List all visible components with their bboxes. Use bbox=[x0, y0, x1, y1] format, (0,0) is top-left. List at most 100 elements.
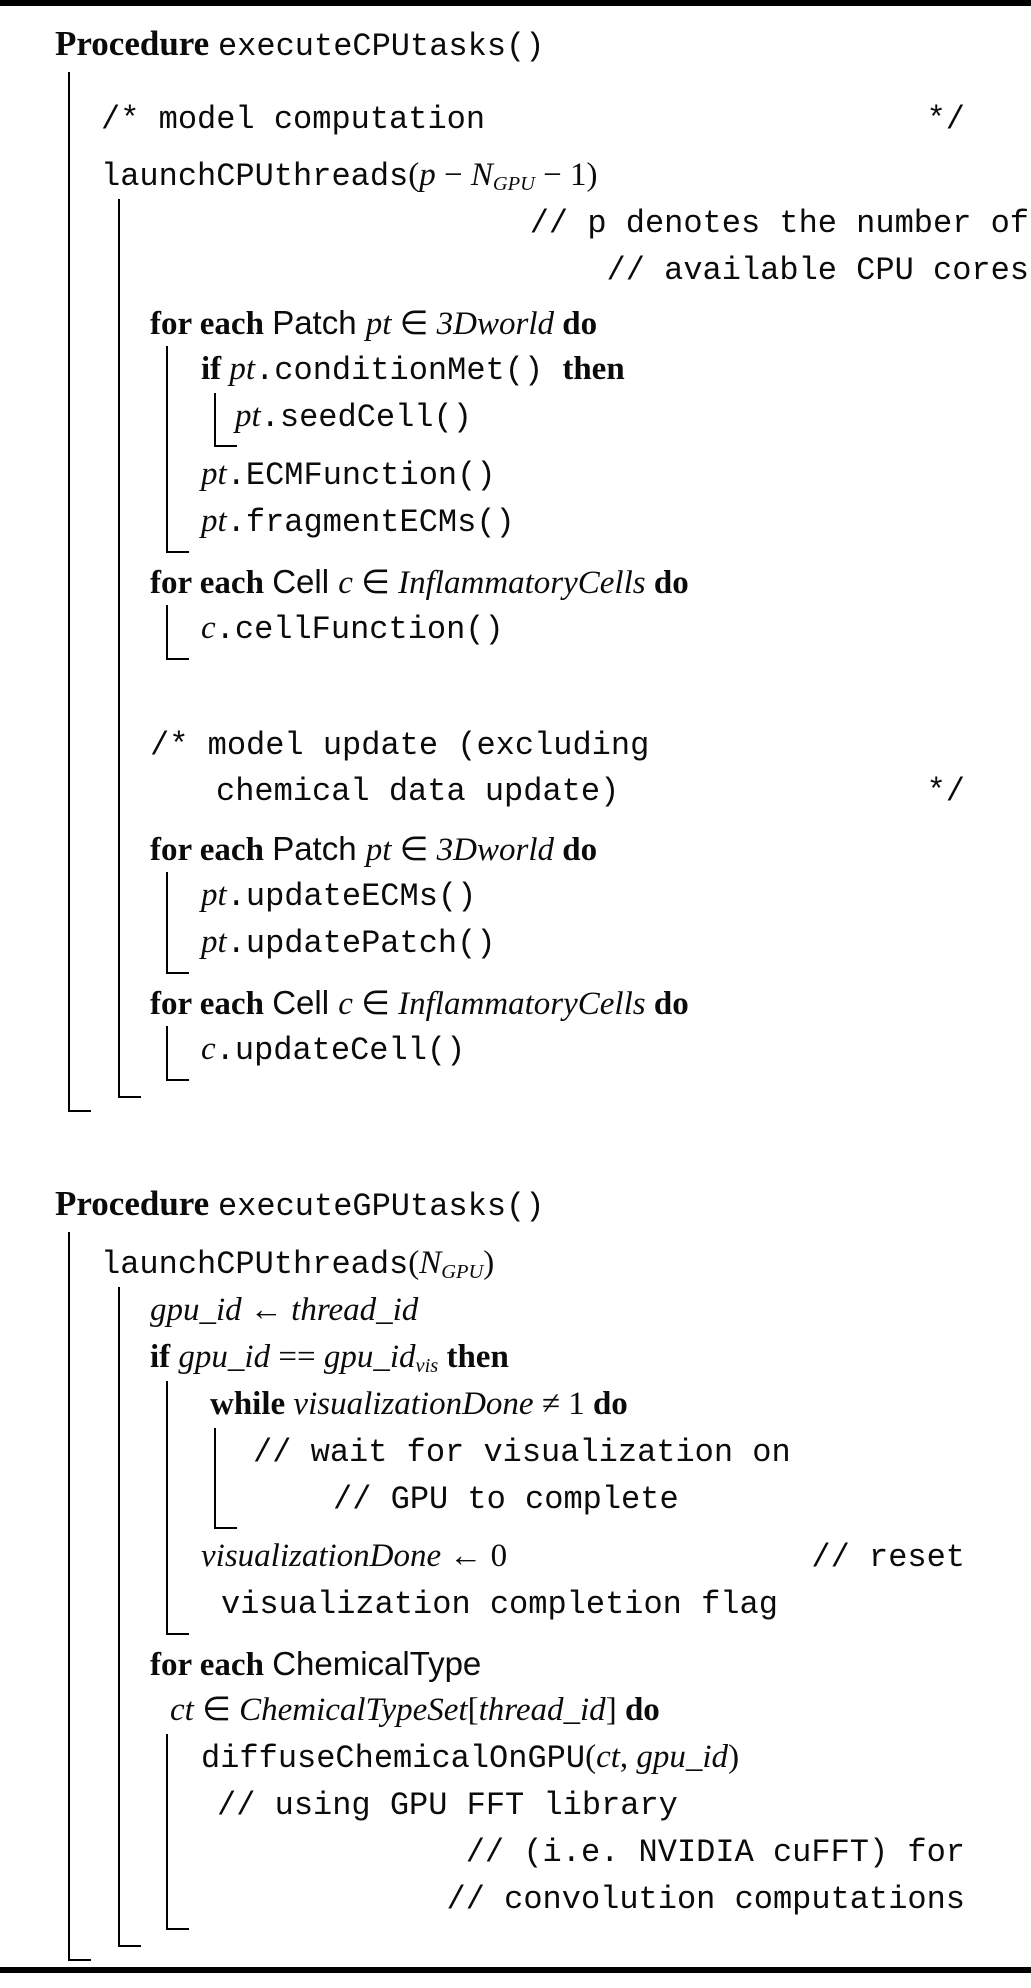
if-condition-line: if pt.conditionMet() then bbox=[201, 346, 965, 393]
for-cell-update-block: c.updateCell() bbox=[165, 1026, 965, 1081]
method-call: .fragmentECMs() bbox=[226, 504, 515, 541]
class-cell: Cell bbox=[272, 984, 339, 1021]
procedure-execute-gpu-tasks: Procedure executeGPUtasks() launchCPUthr… bbox=[55, 1176, 965, 1961]
while-body-block: // wait for visualization on // GPU to c… bbox=[213, 1428, 965, 1529]
var-visualization-done: visualizationDone bbox=[201, 1538, 450, 1574]
comment-convolution-line: // convolution computations bbox=[201, 1875, 965, 1922]
element-of-symbol: ∈ bbox=[399, 306, 437, 342]
function-name: launchCPUthreads bbox=[101, 1246, 409, 1283]
procedure-keyword: Procedure bbox=[55, 24, 218, 63]
if-gpu-line: if gpu_id == gpu_idvis then bbox=[150, 1334, 965, 1381]
subscript-vis: vis bbox=[415, 1354, 439, 1377]
var-chemical-type-set: ChemicalTypeSet bbox=[239, 1692, 468, 1728]
if-body-block: pt.seedCell() bbox=[213, 393, 965, 447]
comment-model-update-line2: chemical data update) */ bbox=[150, 768, 965, 815]
update-cell-line: c.updateCell() bbox=[201, 1026, 965, 1073]
comment-p-denotes: // p denotes the number of bbox=[150, 199, 1029, 246]
paren: ) bbox=[483, 1245, 495, 1281]
var-inflammatory-cells: InflammatoryCells bbox=[398, 565, 654, 601]
bottom-rule bbox=[0, 1967, 1031, 1973]
for-chemical-body-block: diffuseChemicalOnGPU(ct, gpu_id) // usin… bbox=[165, 1734, 965, 1930]
for-each-chemical-line: for each ChemicalType bbox=[150, 1640, 965, 1687]
comment-available-cores: // available CPU cores bbox=[150, 246, 1029, 293]
function-name: diffuseChemicalOnGPU bbox=[201, 1740, 586, 1777]
function-name: launchCPUthreads bbox=[101, 158, 409, 195]
reset-statement: visualizationDone ← 0 bbox=[201, 1533, 507, 1580]
for-each-chemical-continuation: ct ∈ ChemicalTypeSet[thread_id] do bbox=[170, 1687, 965, 1734]
paren: ( bbox=[408, 157, 420, 193]
comment-text: // available CPU cores bbox=[606, 252, 1029, 289]
comment-text: chemical data update) bbox=[216, 773, 620, 810]
minus-one-paren: − 1) bbox=[534, 157, 598, 193]
var-gpu-id: gpu_id bbox=[636, 1739, 729, 1775]
minus-sign: − bbox=[435, 157, 471, 193]
do-keyword: do bbox=[653, 986, 689, 1022]
procedure-name: executeGPUtasks() bbox=[217, 1188, 545, 1225]
if-keyword: if bbox=[201, 351, 230, 387]
subscript-gpu: GPU bbox=[441, 1260, 484, 1283]
method-call: .updateCell() bbox=[215, 1032, 466, 1069]
element-of-symbol: ∈ bbox=[361, 986, 399, 1022]
for-each-keyword: for each bbox=[150, 565, 273, 601]
method-call: .cellFunction() bbox=[215, 611, 504, 648]
comment-text: // (i.e. NVIDIA cuFFT) for bbox=[465, 1834, 965, 1871]
var-3dworld: 3Dworld bbox=[436, 306, 563, 342]
var-thread-id: thread_id bbox=[478, 1692, 606, 1728]
var-pt: pt bbox=[365, 832, 400, 868]
fragment-ecms-line: pt.fragmentECMs() bbox=[201, 498, 965, 545]
ecm-function-line: pt.ECMFunction() bbox=[201, 451, 965, 498]
var-c: c bbox=[338, 986, 362, 1022]
for-each-keyword: for each bbox=[150, 986, 273, 1022]
comma: , bbox=[619, 1739, 637, 1775]
while-keyword: while bbox=[210, 1386, 294, 1422]
var-ct: ct bbox=[596, 1739, 620, 1775]
assign-arrow: ← bbox=[249, 1292, 292, 1328]
comment-reset: // reset bbox=[811, 1539, 965, 1576]
if-keyword: if bbox=[150, 1339, 179, 1375]
spacer bbox=[101, 143, 965, 152]
spacer bbox=[101, 72, 965, 96]
element-of-symbol: ∈ bbox=[399, 832, 437, 868]
var-gpu-id: gpu_id bbox=[323, 1339, 416, 1375]
comment-text: /* model update (excluding bbox=[150, 727, 650, 764]
procedure-keyword: Procedure bbox=[55, 1184, 218, 1223]
paren: ) bbox=[728, 1739, 740, 1775]
class-chemical-type: ChemicalType bbox=[272, 1645, 482, 1682]
for-each-patch-line: for each Patch pt ∈ 3Dworld do bbox=[150, 825, 965, 872]
var-n: N bbox=[419, 1245, 442, 1281]
class-patch: Patch bbox=[272, 830, 366, 867]
assign-gpu-id-line: gpu_id ← thread_id bbox=[150, 1287, 965, 1334]
comment-wait-line: // wait for visualization on bbox=[253, 1428, 965, 1475]
var-pt: pt bbox=[365, 306, 400, 342]
for-each-cell-line: for each Cell c ∈ InflammatoryCells do bbox=[150, 979, 965, 1026]
seed-cell-line: pt.seedCell() bbox=[235, 393, 965, 440]
var-n: N bbox=[470, 157, 493, 193]
var-ct: ct bbox=[170, 1692, 203, 1728]
do-keyword: do bbox=[624, 1692, 660, 1728]
method-call: .conditionMet() bbox=[255, 352, 563, 389]
method-call: .updateECMs() bbox=[226, 878, 477, 915]
procedure-body-block: launchCPUthreads(NGPU) gpu_id ← thread_i… bbox=[67, 1232, 965, 1961]
comment-close: */ bbox=[926, 101, 965, 138]
if-body-block: while visualizationDone ≠ 1 do // wait f… bbox=[165, 1381, 965, 1635]
comment-flag-line: visualization completion flag bbox=[221, 1580, 965, 1627]
comment-close: */ bbox=[926, 773, 965, 810]
diffuse-chemical-line: diffuseChemicalOnGPU(ct, gpu_id) bbox=[201, 1734, 965, 1781]
for-each-cell-line: for each Cell c ∈ InflammatoryCells do bbox=[150, 558, 965, 605]
comment-text: // convolution computations bbox=[446, 1881, 965, 1918]
spacer bbox=[150, 665, 965, 721]
for-patch-body-block: if pt.conditionMet() then pt.seedCell() … bbox=[165, 346, 965, 553]
comment-open: /* model computation bbox=[101, 101, 486, 138]
listing-content: Procedure executeCPUtasks() /* model com… bbox=[0, 6, 1031, 1967]
comment-text: // using GPU FFT library bbox=[217, 1787, 678, 1824]
launch-cpu-threads-line: launchCPUthreads(p − NGPU − 1) bbox=[101, 152, 965, 199]
while-line: while visualizationDone ≠ 1 do bbox=[210, 1381, 965, 1428]
comment-cufft-line: // (i.e. NVIDIA cuFFT) for bbox=[201, 1828, 965, 1875]
comment-text: visualization completion flag bbox=[221, 1586, 778, 1623]
method-call: .updatePatch() bbox=[226, 925, 496, 962]
var-3dworld: 3Dworld bbox=[436, 832, 563, 868]
comment-text: // p denotes the number of bbox=[529, 205, 1029, 242]
do-keyword: do bbox=[653, 565, 689, 601]
spacer bbox=[55, 1112, 965, 1176]
